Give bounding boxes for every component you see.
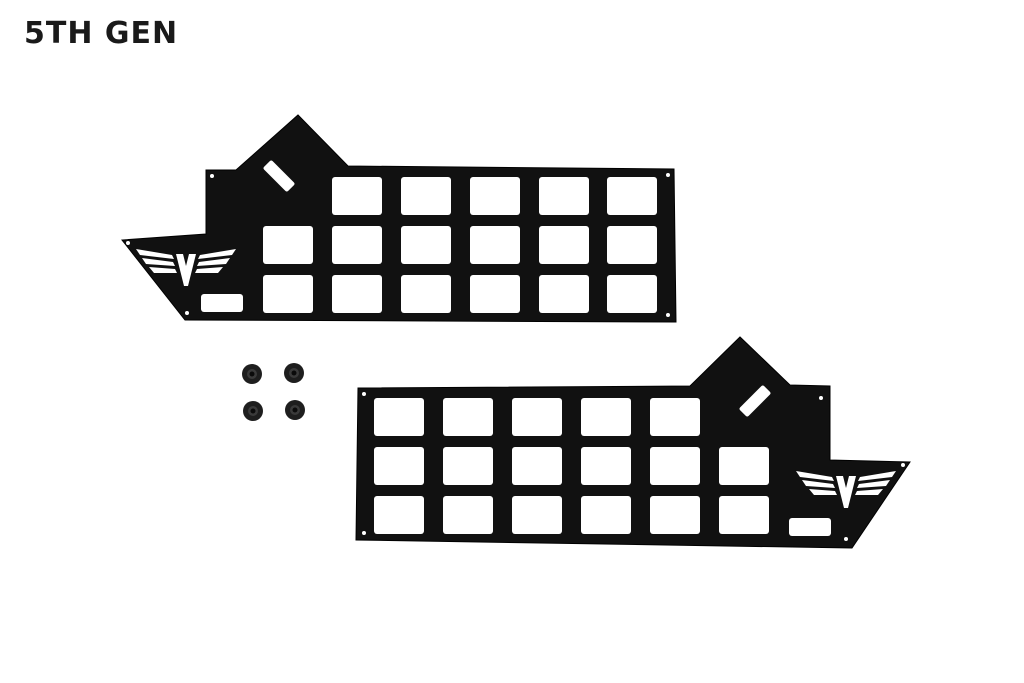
nut-icon bbox=[284, 363, 304, 383]
panel-mount-holes bbox=[362, 392, 905, 541]
mounting-nuts bbox=[242, 363, 305, 421]
panel-grid-cutouts bbox=[263, 177, 657, 313]
nut-icon bbox=[285, 400, 305, 420]
panel-plate bbox=[355, 336, 911, 549]
panel-mount-holes bbox=[126, 173, 670, 317]
panel-label-window bbox=[201, 294, 243, 312]
nut-icon bbox=[243, 401, 263, 421]
wing-v-logo-icon bbox=[136, 249, 236, 286]
nut-icon bbox=[242, 364, 262, 384]
panel-label-window bbox=[789, 518, 831, 536]
lower-right-molle-panel bbox=[355, 336, 911, 549]
page-title: 5TH GEN bbox=[24, 16, 179, 51]
panel-slot bbox=[739, 385, 771, 417]
panel-grid-cutouts bbox=[374, 398, 769, 534]
panel-plate bbox=[121, 114, 677, 323]
panel-slot bbox=[263, 160, 295, 192]
wing-v-logo-icon bbox=[796, 471, 896, 508]
upper-left-molle-panel bbox=[121, 114, 677, 323]
